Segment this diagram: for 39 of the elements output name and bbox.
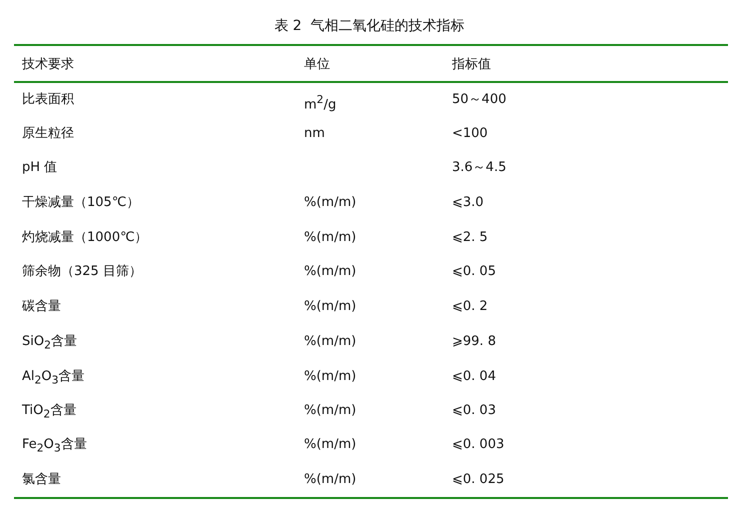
table-cell: ⩽0. 2 xyxy=(452,299,488,315)
table-cell: %(m/m) xyxy=(304,472,356,488)
table-cell: ⩽0. 003 xyxy=(452,437,504,453)
column-header: 单位 xyxy=(304,57,330,73)
column-header: 指标值 xyxy=(452,57,491,73)
table-title: 表 2 气相二氧化硅的技术指标 xyxy=(273,18,466,34)
table-cell: ⩽0. 025 xyxy=(452,472,504,488)
table-cell: 原生粒径 xyxy=(22,126,74,142)
table-cell: Al$_{2}$O$_{3}$含量 xyxy=(22,369,85,389)
table-cell: 比表面积 xyxy=(22,92,74,108)
table-cell: ⩾99. 8 xyxy=(452,334,496,350)
table-cell: 筛余物（325 目筛） xyxy=(22,264,142,280)
table-cell: m$^{2}$/g xyxy=(304,92,336,114)
table-cell: 灼烧减量（1000℃） xyxy=(22,230,148,246)
table-cell: %(m/m) xyxy=(304,195,356,211)
table-cell: 50～400 xyxy=(452,92,506,108)
table-cell: %(m/m) xyxy=(304,264,356,280)
table-cell: ⩽2. 5 xyxy=(452,230,488,246)
table-cell: 氯含量 xyxy=(22,472,61,488)
table-cell: <100 xyxy=(452,126,488,142)
table-cell: 碳含量 xyxy=(22,299,61,315)
column-header: 技术要求 xyxy=(22,57,74,73)
table-cell: %(m/m) xyxy=(304,334,356,350)
table-cell: Fe$_{2}$O$_{3}$含量 xyxy=(22,437,87,457)
table-cell: ⩽0. 03 xyxy=(452,403,496,419)
table-cell: %(m/m) xyxy=(304,437,356,453)
table-cell: 干燥减量（105℃） xyxy=(22,195,140,211)
table-cell: %(m/m) xyxy=(304,369,356,385)
table-cell: 3.6～4.5 xyxy=(452,160,506,176)
table-cell: pH 值 xyxy=(22,160,58,176)
table-cell: TiO$_{2}$含量 xyxy=(22,403,76,423)
table-cell: ⩽0. 05 xyxy=(452,264,496,280)
table-cell: %(m/m) xyxy=(304,403,356,419)
table-cell: %(m/m) xyxy=(304,230,356,246)
table-cell: %(m/m) xyxy=(304,299,356,315)
table-cell: ⩽3.0 xyxy=(452,195,484,211)
table-cell: SiO$_{2}$含量 xyxy=(22,334,77,354)
table-cell: nm xyxy=(304,126,325,142)
table-cell: ⩽0. 04 xyxy=(452,369,496,385)
